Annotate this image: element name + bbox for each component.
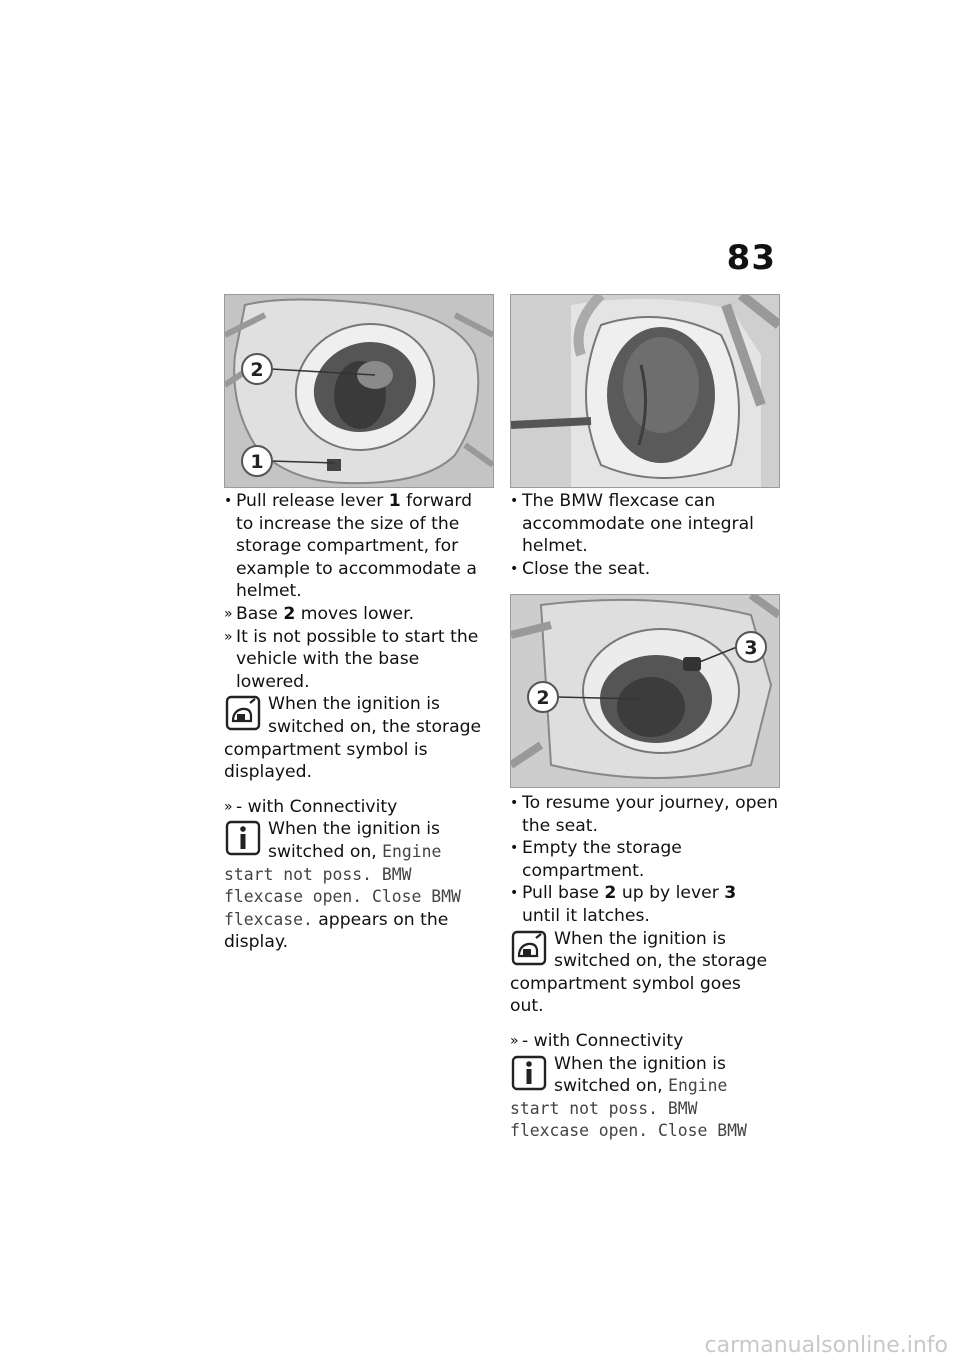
result-mark: »	[224, 798, 233, 815]
note-display-message: When the ignition is switched on, Engine…	[510, 1053, 747, 1141]
result-mark: »	[224, 628, 233, 645]
note-storage-symbol-displayed: When the ignition is switched on, the st…	[224, 694, 482, 783]
storage-compartment-icon	[511, 930, 547, 965]
left-column: •Pull release lever 1 forward to increas…	[224, 490, 492, 954]
result-cannot-start: »It is not possible to start the vehicle…	[224, 626, 479, 692]
note-storage-symbol-out: When the ignition is switched on, the st…	[510, 928, 768, 1017]
callout-2: 2	[536, 687, 549, 709]
instruction-close-seat: •Close the seat.	[510, 558, 651, 579]
instruction-pull-release-lever: •Pull release lever 1 forward to increas…	[224, 491, 477, 602]
photo-base-raise-lever: 2 3	[510, 594, 780, 788]
bullet-mark: •	[224, 493, 233, 509]
info-icon	[511, 1055, 547, 1090]
bullet-mark: •	[510, 840, 519, 857]
callout-1: 1	[250, 451, 263, 473]
bullet-mark: •	[510, 795, 519, 811]
page-number: 83	[726, 238, 776, 278]
watermark: carmanualsonline.info	[704, 1333, 948, 1358]
bullet-mark: •	[510, 885, 519, 902]
connectivity-variant: »- with Connectivity	[510, 1030, 684, 1051]
instruction-pull-base-up: •Pull base 2 up by lever 3 until it latc…	[510, 883, 737, 926]
display-message: Engine start not poss. BMW flexcase open…	[510, 1076, 747, 1141]
photo-helmet-in-flexcase	[510, 294, 780, 488]
connectivity-variant: »- with Connectivity	[224, 796, 398, 817]
info-icon	[225, 821, 261, 856]
note-display-message: When the ignition is switched on, Engine…	[224, 819, 461, 953]
callout-2: 2	[250, 359, 263, 381]
display-message: Engine start not poss. BMW flexcase open…	[224, 841, 461, 929]
result-base-lower: »Base 2 moves lower.	[224, 603, 415, 624]
result-mark: »	[510, 1032, 519, 1049]
bullet-mark: •	[510, 493, 519, 509]
right-column-bottom: •To resume your journey, open the seat. …	[510, 792, 778, 1143]
result-mark: »	[224, 605, 233, 622]
photo-storage-compartment-lever: 2 1	[224, 294, 494, 488]
bullet-mark: •	[510, 560, 519, 577]
callout-3: 3	[744, 637, 757, 659]
instruction-empty-compartment: •Empty the storage compartment.	[510, 838, 682, 881]
storage-compartment-icon	[225, 696, 261, 731]
right-column-top: •The BMW flexcase can accommodate one in…	[510, 490, 778, 580]
instruction-flexcase-capacity: •The BMW flexcase can accommodate one in…	[510, 491, 754, 557]
instruction-open-seat: •To resume your journey, open the seat.	[510, 793, 778, 836]
